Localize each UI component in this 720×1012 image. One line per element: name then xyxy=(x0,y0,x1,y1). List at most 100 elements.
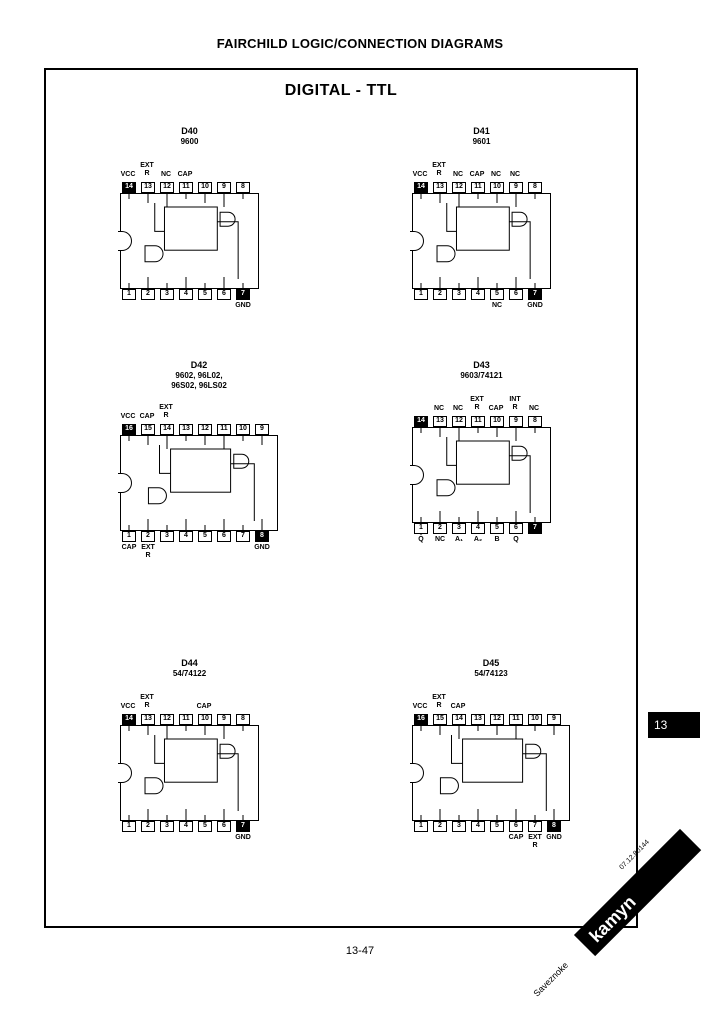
pin-label: A₂ xyxy=(473,536,483,543)
chapter-tab: 13 xyxy=(648,712,700,738)
part-number: 54/74123 xyxy=(474,669,508,678)
pin-label: EXT R xyxy=(528,834,542,849)
pin-label: EXT R xyxy=(140,694,154,709)
pin-top: 13 xyxy=(471,714,485,725)
chip-notch xyxy=(410,465,424,485)
pin-label: GND xyxy=(527,302,543,309)
pin-top: 9 xyxy=(217,714,231,725)
internal-logic xyxy=(128,193,244,289)
pin-label: GND xyxy=(546,834,562,841)
pin-top: 11 xyxy=(179,714,193,725)
pin-bottom: 3 xyxy=(452,821,466,832)
pin-top: 12 xyxy=(160,714,174,725)
pin-bottom: 5 xyxy=(198,289,212,300)
pin-bottom: 6 xyxy=(217,289,231,300)
pin-bottom: 7 xyxy=(528,821,542,832)
page-number: 13-47 xyxy=(345,945,375,957)
pin-bottom: 8 xyxy=(255,531,269,542)
pin-label: CAP xyxy=(177,171,193,178)
pin-top: 13 xyxy=(141,714,155,725)
pin-top: 15 xyxy=(433,714,447,725)
pin-bottom: 2 xyxy=(433,289,447,300)
pin-label: VCC xyxy=(120,171,136,178)
diagram-id: D45 xyxy=(482,658,500,668)
internal-logic xyxy=(128,435,263,531)
pin-top: 12 xyxy=(198,424,212,435)
pin-top: 11 xyxy=(471,182,485,193)
part-number: 9603/74121 xyxy=(460,371,503,380)
pin-top: 11 xyxy=(509,714,523,725)
pin-label: CAP xyxy=(139,413,155,420)
pin-bottom: 7 xyxy=(236,821,250,832)
pin-top: 14 xyxy=(452,714,466,725)
pin-top: 8 xyxy=(528,416,542,427)
pin-top: 9 xyxy=(255,424,269,435)
pin-top: 11 xyxy=(179,182,193,193)
pin-bottom: 1 xyxy=(122,531,136,542)
pin-top: 11 xyxy=(217,424,231,435)
diagram-id: D44 xyxy=(181,658,198,668)
pin-bottom: 4 xyxy=(471,821,485,832)
pin-label: NC xyxy=(160,171,172,178)
pin-label: NC xyxy=(490,171,502,178)
pin-label: A₁ xyxy=(455,536,463,543)
pin-bottom: 5 xyxy=(490,289,504,300)
chip-notch xyxy=(410,763,424,783)
pin-top: 9 xyxy=(217,182,231,193)
pin-bottom: 6 xyxy=(509,289,523,300)
chip-notch xyxy=(118,231,132,251)
publisher-stamp: kamyn Saveznoke 07.12.80144 xyxy=(532,828,702,999)
pin-bottom: 3 xyxy=(160,531,174,542)
pin-label: GND xyxy=(235,834,251,841)
pin-bottom: 7 xyxy=(236,531,250,542)
pin-label: EXT R xyxy=(470,396,484,411)
pin-top: 11 xyxy=(471,416,485,427)
pin-bottom: 3 xyxy=(160,289,174,300)
pin-label: NC xyxy=(491,302,503,309)
pin-label: CAP xyxy=(508,834,524,841)
pin-label: CAP xyxy=(121,544,137,551)
pin-label: NC xyxy=(509,171,521,178)
pin-top: 14 xyxy=(160,424,174,435)
section-title: DIGITAL - TTL xyxy=(284,82,398,99)
pin-bottom: 5 xyxy=(198,821,212,832)
pin-bottom: 2 xyxy=(433,821,447,832)
pin-label: CAP xyxy=(488,405,504,412)
pin-label: NC xyxy=(452,405,464,412)
pin-label: EXT R xyxy=(141,544,155,559)
pin-label: VCC xyxy=(120,413,136,420)
pin-bottom: 6 xyxy=(217,821,231,832)
pin-label: VCC xyxy=(412,703,428,710)
diagram-frame: DIGITAL - TTL xyxy=(44,68,638,928)
pin-top: 12 xyxy=(452,182,466,193)
pin-top: 8 xyxy=(236,714,250,725)
pin-label: EXT R xyxy=(432,162,446,177)
pin-top: 13 xyxy=(141,182,155,193)
pin-top: 13 xyxy=(433,182,447,193)
pin-top: 9 xyxy=(509,182,523,193)
pin-bottom: 8 xyxy=(547,821,561,832)
pin-label: B xyxy=(494,536,500,543)
pin-bottom: 3 xyxy=(452,289,466,300)
pin-bottom: 7 xyxy=(236,289,250,300)
chip-body xyxy=(412,427,551,523)
pin-bottom: 6 xyxy=(217,531,231,542)
part-number: 9600 xyxy=(180,137,199,146)
pin-top: 10 xyxy=(198,182,212,193)
pin-bottom: 2 xyxy=(141,821,155,832)
pin-label: GND xyxy=(235,302,251,309)
internal-logic xyxy=(420,193,536,289)
pin-top: 12 xyxy=(490,714,504,725)
chip-body xyxy=(120,193,259,289)
pin-top: 14 xyxy=(414,182,428,193)
diagram-id: D43 xyxy=(473,360,490,370)
pin-bottom: 2 xyxy=(433,523,447,534)
pin-bottom: 5 xyxy=(198,531,212,542)
pin-top: 9 xyxy=(509,416,523,427)
pin-top: 10 xyxy=(528,714,542,725)
pin-bottom: 6 xyxy=(509,821,523,832)
